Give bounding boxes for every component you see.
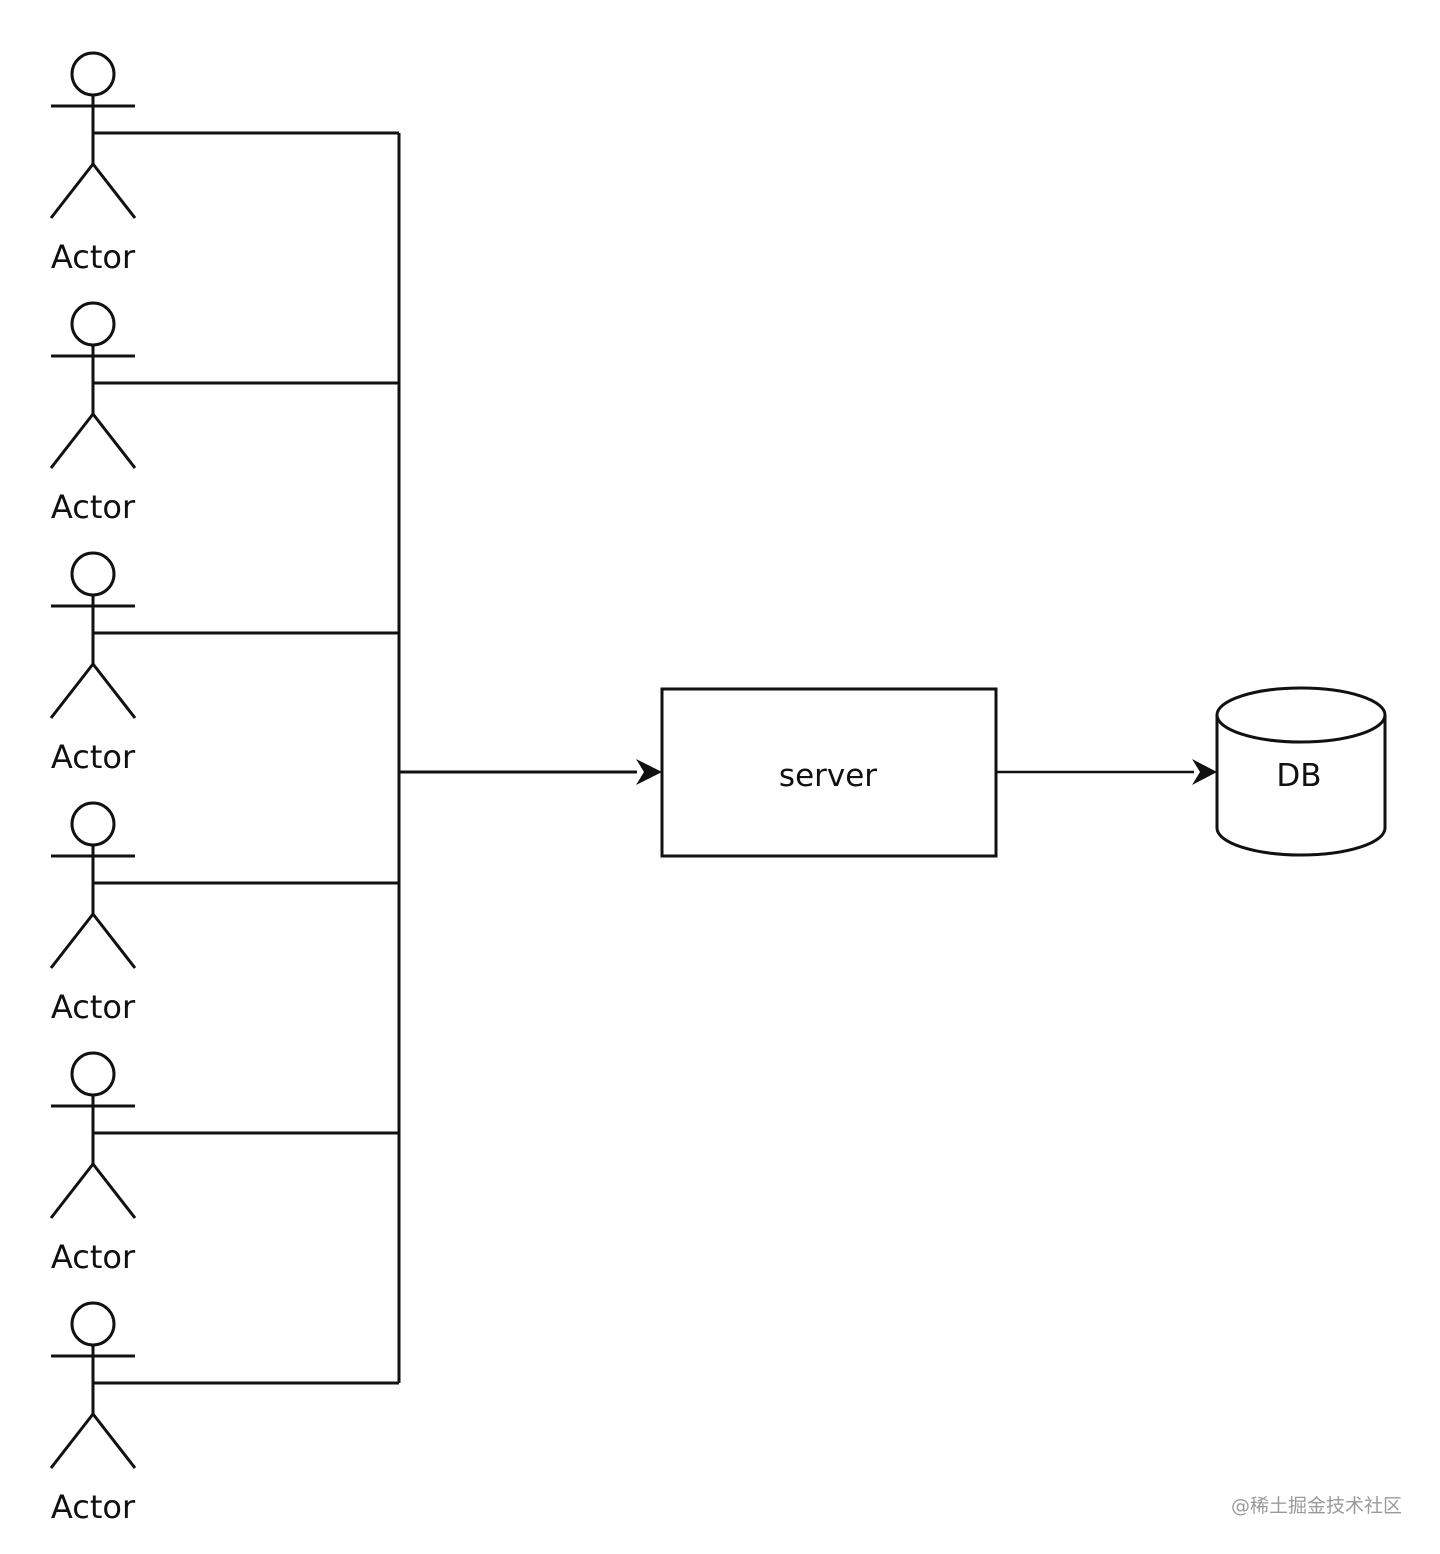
actor-5[interactable]: Actor	[49, 1051, 399, 1276]
actor-2[interactable]: Actor	[49, 301, 399, 526]
actor-head-icon	[70, 801, 116, 847]
arrow-to-db-head	[1192, 759, 1217, 785]
actor-label: Actor	[51, 488, 136, 526]
actor-3[interactable]: Actor	[49, 551, 399, 776]
actor-head-icon	[70, 51, 116, 97]
actor-label: Actor	[51, 238, 136, 276]
actor-right-leg-line	[91, 413, 137, 469]
watermark-text: @稀土掘金技术社区	[1231, 1495, 1402, 1517]
actor-left-leg-line	[49, 1413, 95, 1469]
actor-left-leg-line	[49, 163, 95, 219]
actor-label: Actor	[51, 988, 136, 1026]
actor-left-leg-line	[49, 913, 95, 969]
actor-right-leg-line	[91, 663, 137, 719]
actor-left-leg-line	[49, 1163, 95, 1219]
actor-right-leg-line	[91, 913, 137, 969]
actor-left-leg-line	[49, 663, 95, 719]
actor-head-icon	[70, 551, 116, 597]
actor-right-leg-line	[91, 1413, 137, 1469]
database-cylinder-body[interactable]	[1215, 715, 1387, 857]
actor-label: Actor	[51, 738, 136, 776]
server-label: server	[779, 758, 877, 794]
actor-right-leg-line	[91, 1163, 137, 1219]
actor-1[interactable]: Actor	[49, 51, 399, 276]
actor-6[interactable]: Actor	[49, 1301, 399, 1526]
actor-left-leg-line	[49, 413, 95, 469]
actor-4[interactable]: Actor	[49, 801, 399, 1026]
arrow-to-server-head	[636, 759, 662, 785]
actor-head-icon	[70, 1301, 116, 1347]
server-node[interactable]: server	[660, 687, 998, 858]
actor-label: Actor	[51, 1488, 136, 1526]
actor-head-icon	[70, 1051, 116, 1097]
database-node[interactable]: DB	[1215, 686, 1387, 857]
database-cylinder-top	[1215, 686, 1387, 744]
actor-label: Actor	[51, 1238, 136, 1276]
actor-right-leg-line	[91, 163, 137, 219]
database-label: DB	[1276, 758, 1321, 794]
actor-head-icon	[70, 301, 116, 347]
